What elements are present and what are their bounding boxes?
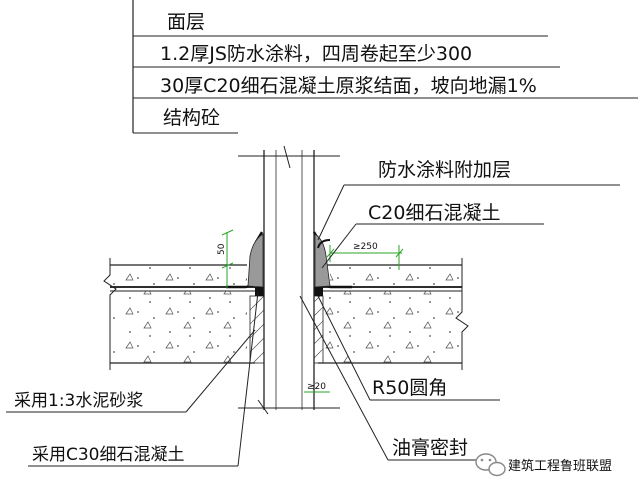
callout-additional-layer: 防水涂料附加层 [378,159,511,181]
watermark: 建筑工程鲁班联盟 [475,453,612,477]
layer-legend: 面层 1.2厚JS防水涂料，四周卷起至少300 30厚C20细石混凝土原浆结面，… [132,0,638,134]
wechat-logo-icon [475,453,506,477]
callout-c30-concrete: 采用C30细石混凝土 [32,445,185,465]
dim-gap-label: ≥20 [307,382,326,392]
dimensions: 50 ≥250 ≥20 [217,229,404,393]
layer-waterproof-label: 1.2厚JS防水涂料，四周卷起至少300 [160,43,472,65]
callouts-right: 防水涂料附加层 C20细石混凝土 R50圆角 油膏密封 [299,159,620,461]
callout-fine-concrete: C20细石混凝土 [368,202,500,224]
layer-surface-label: 面层 [167,11,205,33]
structural-slab-right [322,291,460,363]
sealant-block-right [314,287,323,296]
waterproof-upturn [226,231,352,289]
watermark-text: 建筑工程鲁班联盟 [508,458,612,474]
dim-upturn-label: 50 [217,243,227,255]
screed-layer-right [330,265,460,287]
mortar-fill-left [249,295,265,364]
sealant-block-left [255,287,264,296]
structural-slab-left [112,291,247,363]
slab-section [103,258,469,370]
layer-screed-label: 30厚C20细石混凝土原浆结面，坡向地漏1% [160,75,537,97]
callout-sealant: 油膏密封 [392,436,468,459]
layer-structure-label: 结构砼 [163,107,220,129]
callout-fillet: R50圆角 [372,377,447,399]
pipe [238,145,340,415]
screed-layer-left [112,265,247,287]
dim-extent-label: ≥250 [353,242,378,252]
callout-mortar: 采用1:3水泥砂浆 [14,391,143,411]
callouts-left: 采用1:3水泥砂浆 采用C30细石混凝土 [6,291,259,467]
